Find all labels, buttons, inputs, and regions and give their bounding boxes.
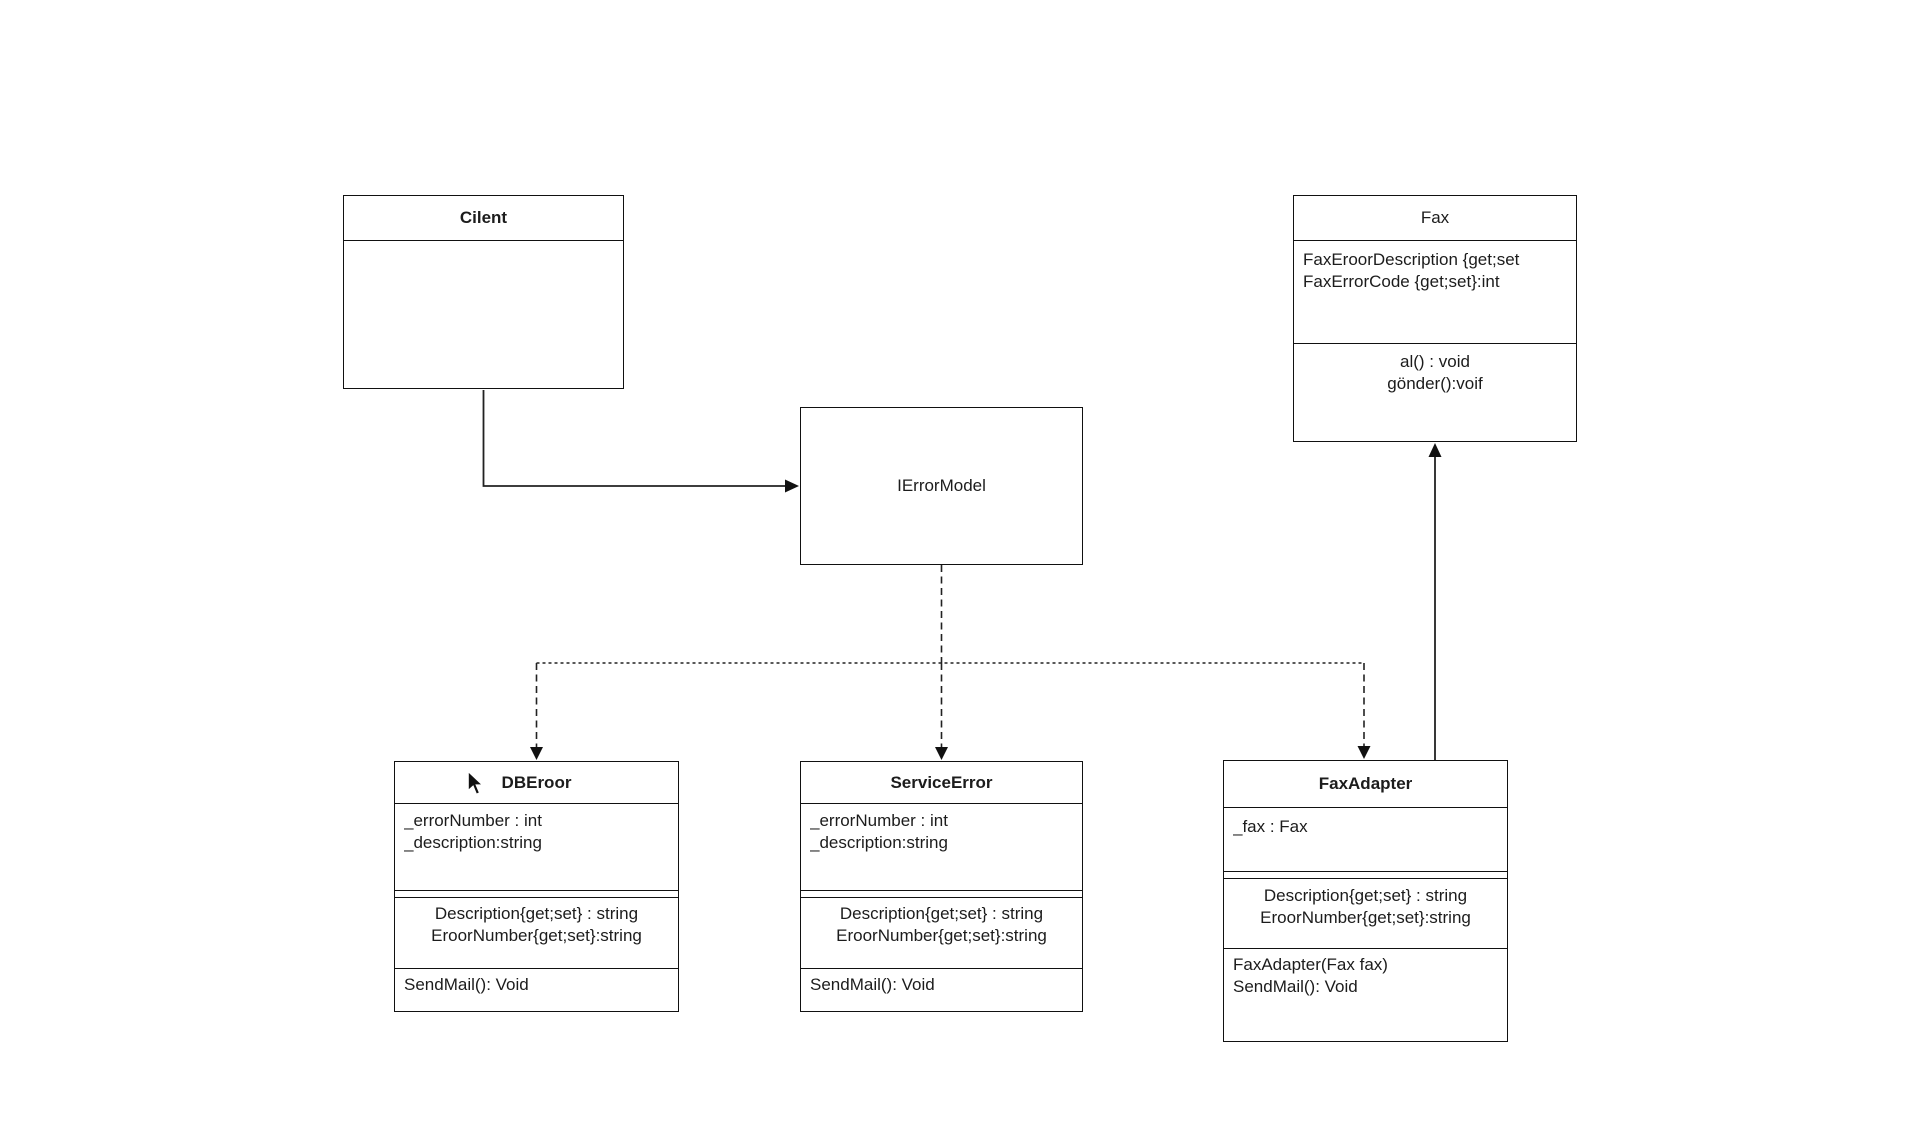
class-box-serviceerror[interactable]: ServiceError _errorNumber : int _descript… — [800, 761, 1083, 1012]
mouse-cursor-icon — [467, 770, 486, 796]
class-title-dberoor: DBEroor — [395, 762, 678, 804]
class-body-cilent-empty — [344, 241, 623, 388]
class-attributes-faxadapter: _fax : Fax — [1224, 808, 1507, 872]
edge-ierrormodel-to-dberoor-arrowhead — [530, 747, 543, 760]
member-line: EroorNumber{get;set}:string — [836, 926, 1047, 945]
member-line: SendMail(): Void — [404, 975, 529, 994]
edge-cilent-to-ierrormodel-arrowhead — [785, 479, 799, 493]
member-line: SendMail(): Void — [810, 975, 935, 994]
member-line: gönder():voif — [1387, 374, 1483, 393]
member-line: EroorNumber{get;set}:string — [1260, 908, 1471, 927]
member-line: _errorNumber : int — [404, 811, 542, 830]
class-empty-section-serviceerror — [801, 891, 1082, 898]
edge-ierrormodel-to-serviceerror-arrowhead — [935, 747, 948, 760]
member-line: al() : void — [1400, 352, 1470, 371]
edge-faxadapter-to-fax-arrowhead — [1428, 443, 1442, 457]
class-title-faxadapter: FaxAdapter — [1224, 761, 1507, 808]
interface-title-ierrormodel: IErrorModel — [897, 476, 986, 495]
class-methods-faxadapter: FaxAdapter(Fax fax) SendMail(): Void — [1224, 949, 1507, 1041]
member-line: Description{get;set} : string — [839, 904, 1044, 923]
class-title-cilent: Cilent — [344, 196, 623, 241]
interface-box-ierrormodel[interactable]: IErrorModel — [800, 407, 1083, 565]
class-methods-dberoor: SendMail(): Void — [395, 969, 678, 1011]
member-line: FaxEroorDescription {get;set — [1303, 250, 1520, 269]
member-line: _description:string — [810, 833, 948, 852]
class-empty-section-faxadapter — [1224, 872, 1507, 879]
class-title-fax: Fax — [1294, 196, 1576, 241]
edge-cilent-to-ierrormodel[interactable] — [482, 390, 789, 487]
class-box-faxadapter[interactable]: FaxAdapter _fax : Fax Description{get;se… — [1223, 760, 1508, 1042]
class-attributes-dberoor: _errorNumber : int _description:string — [395, 804, 678, 891]
member-line: _description:string — [404, 833, 542, 852]
member-line: FaxAdapter(Fax fax) — [1233, 955, 1388, 974]
class-box-cilent[interactable]: Cilent — [343, 195, 624, 389]
class-empty-section-dberoor — [395, 891, 678, 898]
member-line: Description{get;set} : string — [434, 904, 639, 923]
class-title-serviceerror: ServiceError — [801, 762, 1082, 804]
member-line: Description{get;set} : string — [1263, 886, 1468, 905]
class-attributes-serviceerror: _errorNumber : int _description:string — [801, 804, 1082, 891]
class-methods-serviceerror: SendMail(): Void — [801, 969, 1082, 1011]
member-line: FaxErrorCode {get;set}:int — [1303, 272, 1500, 291]
member-line: SendMail(): Void — [1233, 977, 1358, 996]
member-line: _fax : Fax — [1233, 817, 1308, 836]
member-line: _errorNumber : int — [810, 811, 948, 830]
member-line: EroorNumber{get;set}:string — [431, 926, 642, 945]
edge-ierrormodel-to-faxadapter-arrowhead — [1357, 746, 1371, 759]
class-box-dberoor[interactable]: DBEroor _errorNumber : int _description:s… — [394, 761, 679, 1012]
class-methods-fax: al() : void gönder():voif — [1294, 344, 1576, 441]
